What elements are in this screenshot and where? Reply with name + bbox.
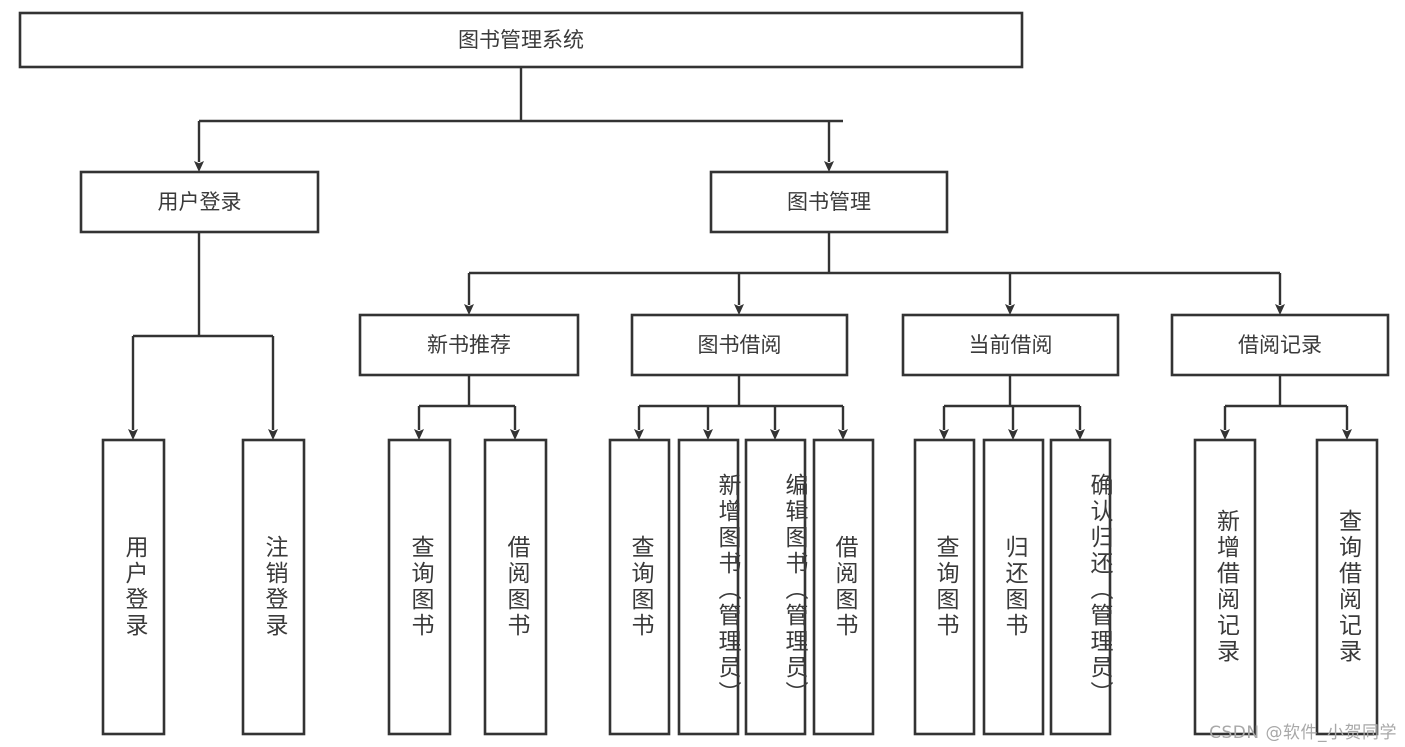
node-new-book-rec-box[interactable]	[358, 313, 580, 377]
node-current-borrow-box[interactable]	[901, 313, 1120, 377]
node-root-label: 图书管理系统	[458, 28, 584, 52]
node-new-book-rec[interactable]: 新书推荐	[358, 313, 580, 377]
node-book-borrow[interactable]: 图书借阅	[630, 313, 849, 377]
watermark: CSDN @软件_小贺同学	[1209, 723, 1397, 743]
node-leaf-user-login-box[interactable]	[101, 438, 166, 736]
node-borrow-record-label: 借阅记录	[1238, 333, 1322, 357]
connector-user-login-to-leaves	[128, 232, 278, 440]
node-book-borrow-label: 图书借阅	[698, 333, 782, 357]
connector-borrow-record-to-leaves	[1220, 375, 1352, 440]
node-book-borrow-box[interactable]	[630, 313, 849, 377]
connector-book-borrow-to-leaves	[634, 375, 848, 440]
connector-book-manage-to-level3	[464, 232, 1285, 315]
node-borrow-record[interactable]: 借阅记录	[1170, 313, 1390, 377]
node-current-borrow-label: 当前借阅	[969, 333, 1053, 357]
node-user-login-label: 用户登录	[158, 190, 242, 214]
node-user-login-box[interactable]	[79, 170, 320, 234]
node-book-manage[interactable]: 图书管理	[709, 170, 949, 234]
node-new-book-rec-label: 新书推荐	[427, 333, 511, 357]
node-leaf-confirm-return-box[interactable]	[1049, 438, 1112, 736]
node-leaf-borrow-book-rec-box[interactable]	[483, 438, 548, 736]
connector-root-to-level2	[194, 67, 843, 172]
node-book-manage-box[interactable]	[709, 170, 949, 234]
node-leaf-query-book-rec-box[interactable]	[387, 438, 452, 736]
node-user-login[interactable]: 用户登录	[79, 170, 320, 234]
node-leaf-return-book-box[interactable]	[982, 438, 1045, 736]
node-leaf-edit-book-box[interactable]	[744, 438, 807, 736]
node-root[interactable]: 图书管理系统	[18, 11, 1024, 69]
node-leaf-add-book-box[interactable]	[677, 438, 740, 736]
connector-current-borrow-to-leaves	[939, 375, 1085, 440]
node-root-box[interactable]	[18, 11, 1024, 69]
leaf-boxes	[101, 438, 1379, 736]
node-book-manage-label: 图书管理	[787, 190, 871, 214]
node-leaf-add-record-box[interactable]	[1193, 438, 1257, 736]
node-leaf-logout-box[interactable]	[241, 438, 306, 736]
node-leaf-query-book-cur-box[interactable]	[913, 438, 976, 736]
node-leaf-query-record-box[interactable]	[1315, 438, 1379, 736]
node-leaf-borrow-book-box[interactable]	[812, 438, 875, 736]
node-current-borrow[interactable]: 当前借阅	[901, 313, 1120, 377]
node-borrow-record-box[interactable]	[1170, 313, 1390, 377]
node-leaf-query-book-borrow-box[interactable]	[608, 438, 671, 736]
connector-new-book-rec-to-leaves	[414, 375, 520, 440]
